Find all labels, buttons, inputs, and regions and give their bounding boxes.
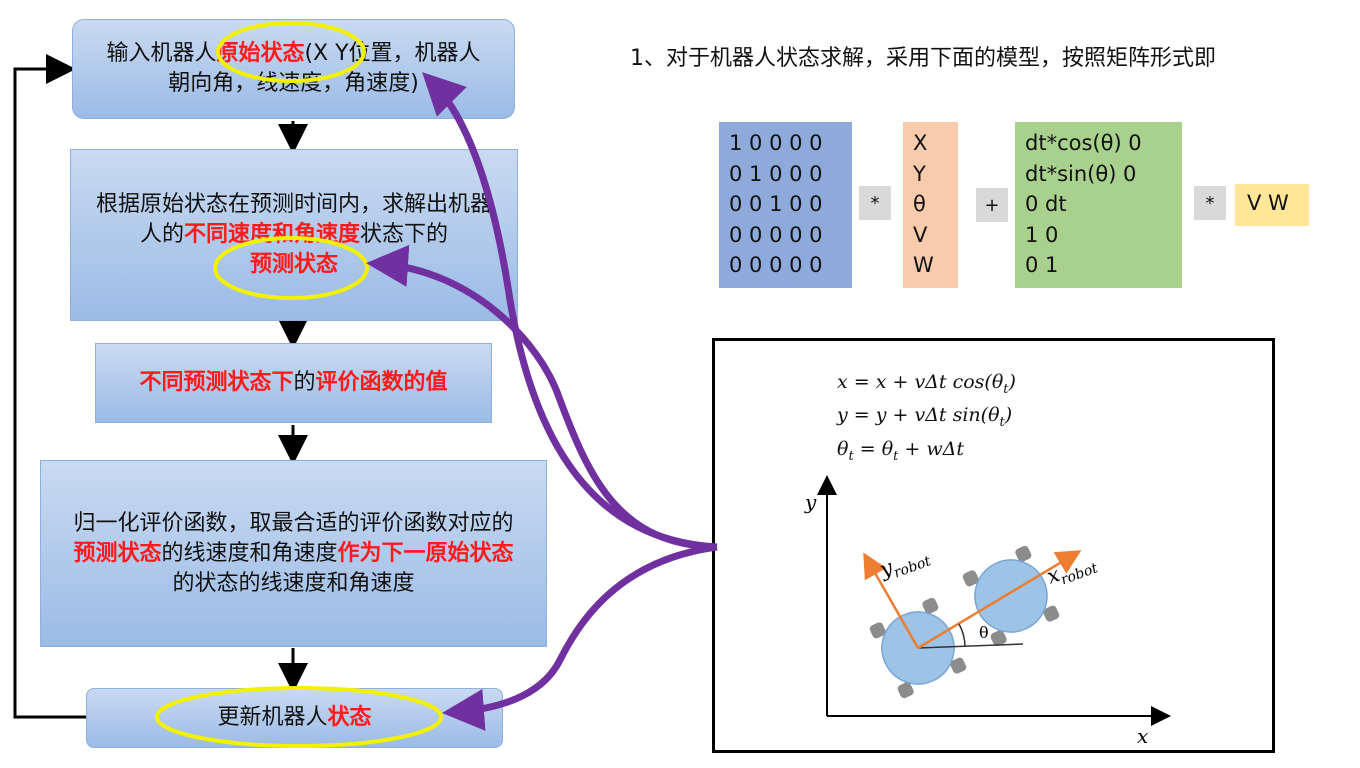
matrix-b-row: dt*cos(θ) 0 [1025, 131, 1142, 155]
step5-highlight: 状态 [327, 705, 372, 730]
robot-y-label: yrobot [876, 542, 934, 586]
robot-plot: y x θ xrobot yrobot [804, 475, 1171, 748]
step4-highlight-1: 预测状态 [73, 540, 162, 566]
theta-arc [958, 623, 966, 648]
step4-text-pre: 归一化评价函数，取最合适的评价函数对应的 [73, 510, 514, 536]
axis-x-label: x [1137, 724, 1148, 748]
state-vector: X Y θ V W [903, 122, 958, 288]
step2-text-mid: 状态下的 [360, 222, 449, 247]
step2-highlight-2: 预测状态 [249, 252, 338, 277]
step4-text-post: 的状态的线速度和角速度 [172, 570, 415, 596]
step-input-state-box: 输入机器人原始状态(X Y位置，机器人朝向角，线速度，角速度) [72, 19, 515, 119]
state-vector-item: V [913, 222, 928, 247]
step1-highlight: 原始状态 [216, 41, 305, 66]
matrix-b-row: 0 dt [1025, 192, 1067, 216]
step4-text-mid: 的线速度和角速度 [161, 540, 338, 566]
plus-operator: + [976, 188, 1008, 222]
matrix-a-row: 0 0 1 0 0 [729, 192, 823, 216]
axis-y-label: y [804, 490, 817, 514]
step3-highlight-1: 不同预测状态下 [139, 370, 294, 395]
state-vector-item: θ [913, 192, 926, 216]
step1-text-pre: 输入机器人 [106, 41, 217, 66]
input-vector: V W [1235, 184, 1309, 226]
robot-y-axis-arrow [863, 552, 920, 649]
robot-next [962, 545, 1060, 647]
matrix-a: 1 0 0 0 0 0 1 0 0 0 0 0 1 0 0 0 0 0 0 0 … [719, 122, 852, 288]
multiply-operator: * [859, 186, 891, 220]
matrix-b-row: dt*sin(θ) 0 [1025, 161, 1137, 186]
flow-loop-back [13, 54, 86, 719]
multiply-operator-2: * [1194, 186, 1226, 220]
step-evaluate-box: 不同预测状态下的评价函数的值 [95, 343, 492, 423]
step-update-box: 更新机器人状态 [86, 688, 503, 748]
step-normalize-box: 归一化评价函数，取最合适的评价函数对应的预测状态的线速度和角速度作为下一原始状态… [40, 460, 547, 647]
heading-reference-line [917, 643, 1024, 649]
matrix-a-row: 0 0 0 0 0 [729, 253, 823, 277]
equation-y: y = y + vΔt sin(θt) [837, 404, 1013, 430]
step4-highlight-2: 作为下一原始状态 [337, 540, 514, 566]
matrix-a-row: 0 1 0 0 0 [729, 161, 823, 186]
state-vector-item: W [913, 253, 934, 277]
step3-text-mid: 的 [293, 370, 316, 395]
state-vector-item: Y [913, 161, 926, 186]
model-title: 1、对于机器人状态求解，采用下面的模型，按照矩阵形式即 [630, 46, 1216, 71]
step-predict-box: 根据原始状态在预测时间内，求解出机器人的不同速度和角速度状态下的预测状态 [70, 149, 518, 321]
step5-text-pre: 更新机器人 [217, 705, 328, 730]
matrix-b-row: 0 1 [1025, 253, 1059, 277]
equation-theta: θt = θt + wΔt [837, 438, 964, 464]
theta-label: θ [979, 623, 989, 642]
step2-highlight-1: 不同速度和角速度 [183, 222, 360, 247]
matrix-a-row: 1 0 0 0 0 [729, 131, 823, 155]
state-vector-item: X [913, 131, 928, 155]
robot-kinematics-figure: x = x + vΔt cos(θt) y = y + vΔt sin(θt) … [712, 338, 1275, 753]
matrix-b: dt*cos(θ) 0 dt*sin(θ) 0 0 dt 1 0 0 1 [1015, 122, 1182, 288]
matrix-b-row: 1 0 [1025, 222, 1059, 247]
step3-highlight-2: 评价函数的值 [315, 370, 448, 395]
step2-text-pre: 根据原始状态在预测时间内，求解出机器人的 [95, 192, 492, 247]
matrix-a-row: 0 0 0 0 0 [729, 222, 823, 247]
equation-x: x = x + vΔt cos(θt) [837, 371, 1016, 397]
robot-x-axis-arrow [917, 550, 1082, 650]
